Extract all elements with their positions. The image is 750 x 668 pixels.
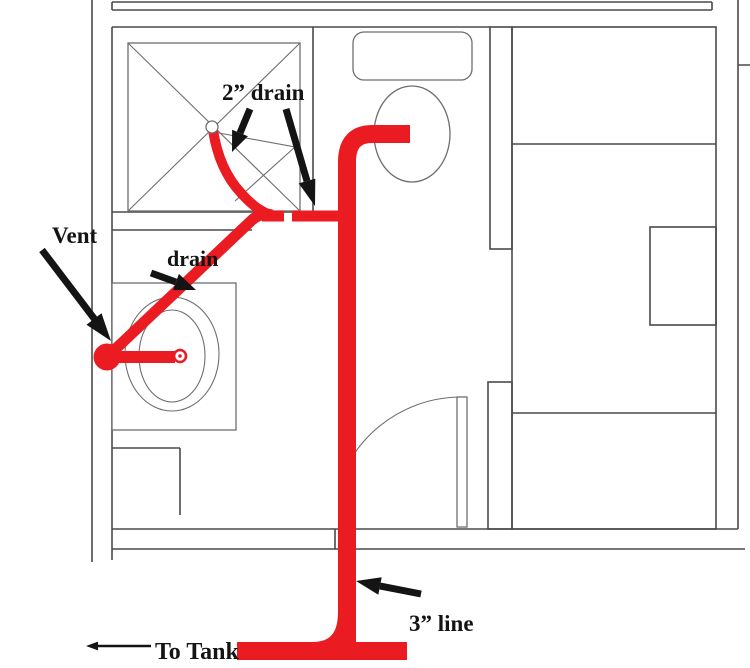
toilet xyxy=(352,31,473,183)
vent-arrow-head xyxy=(86,313,111,341)
sink-drain-arrow-shaft xyxy=(149,269,178,286)
drain-pipes xyxy=(93,120,410,660)
shower-drain-outlet xyxy=(205,120,219,134)
main-line-arrow-head xyxy=(356,577,382,595)
shower-drain-arrow-right xyxy=(282,108,316,206)
toilet-tank xyxy=(352,31,473,81)
shower-drain-arrow-right-shaft xyxy=(282,108,311,182)
vent-arrow-shaft xyxy=(39,247,99,324)
rooms-outline xyxy=(511,26,717,530)
to-tank-label: To Tank xyxy=(155,639,240,665)
sink-drain-pipe xyxy=(103,208,274,361)
right-outer-wall xyxy=(737,0,750,529)
shower-drain-pipe xyxy=(208,129,271,219)
vent-label: Vent xyxy=(52,223,97,248)
door xyxy=(348,396,468,528)
sink-drain-arrow xyxy=(149,269,196,291)
bottom-wall xyxy=(112,528,745,550)
shower-drain-label: 2” drain xyxy=(222,80,305,105)
to-tank-arrow-head xyxy=(86,641,98,651)
shower-drain-arrow-right-head xyxy=(298,178,316,206)
vent-terminal xyxy=(93,343,121,371)
sink-drain-label: drain xyxy=(167,246,218,271)
main-3in-pipe xyxy=(338,125,410,651)
to-tank-arrow xyxy=(86,641,151,651)
shower-stall xyxy=(127,42,301,212)
closet-outline xyxy=(649,226,717,326)
sink-drain-center xyxy=(178,354,182,358)
shower-drain-arrow-left-shaft xyxy=(236,107,254,135)
shower-drain-arrow-left-head xyxy=(232,129,248,152)
bathroom-right-wall-lower xyxy=(487,381,513,530)
shower-drain-arrow-left xyxy=(232,107,254,152)
door-panel xyxy=(456,396,468,528)
vent-arrow xyxy=(39,247,111,341)
main-line-arrow xyxy=(356,577,422,598)
main-line-arrow-shaft xyxy=(379,582,422,598)
main-line-label: 3” line xyxy=(409,611,474,636)
sink-drain-arrow-head xyxy=(173,273,196,291)
bathroom-right-wall-upper xyxy=(489,26,513,250)
top-wall xyxy=(111,1,713,11)
annotation-arrows xyxy=(39,107,422,651)
door-swing-arc xyxy=(348,396,463,463)
labels: Vent drain 2” drain 3” line To Tank xyxy=(52,80,474,665)
cabinet-partition xyxy=(112,447,181,515)
